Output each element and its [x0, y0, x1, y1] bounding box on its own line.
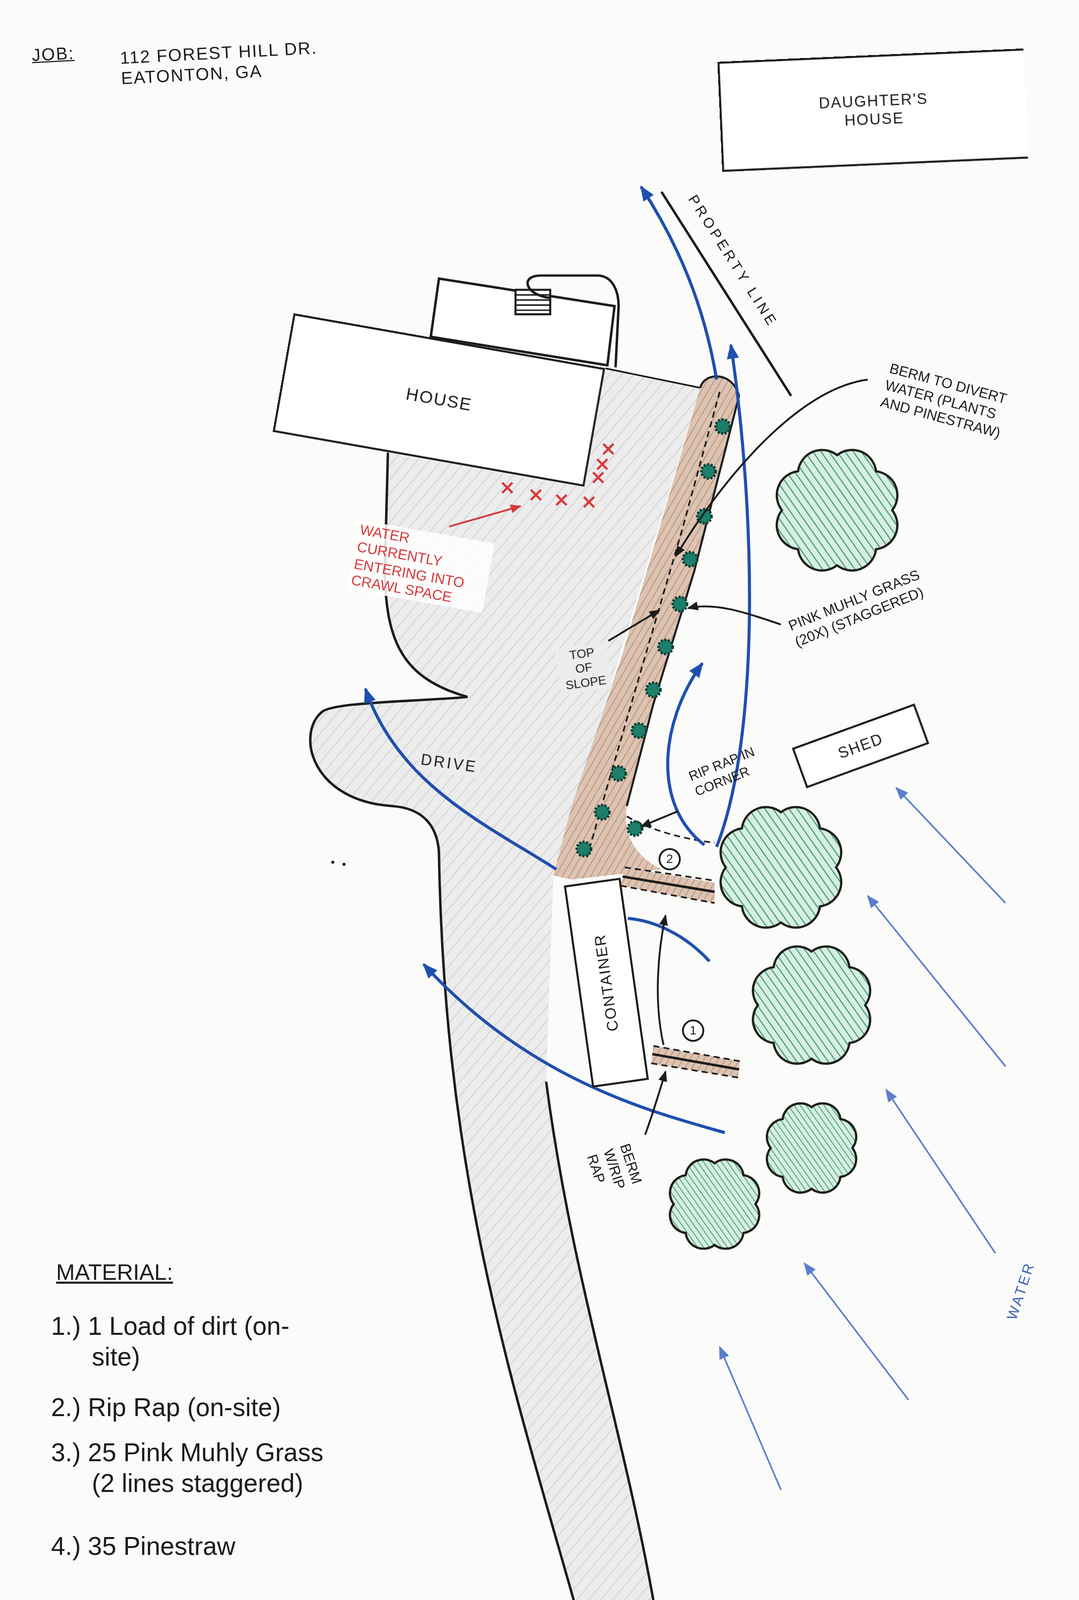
flow-arrow: [627, 918, 710, 962]
note-arrow: [449, 506, 521, 527]
building-box: DAUGHTER'S HOUSE: [717, 48, 1028, 172]
leader-line: [640, 811, 678, 827]
plant: [611, 766, 626, 781]
rip-rap-callout: RIP RAP IN CORNER: [686, 735, 784, 800]
plant: [658, 639, 673, 655]
leader-line: [675, 379, 868, 557]
building-box: SHED: [792, 703, 930, 789]
box-label: HOUSE: [404, 384, 474, 417]
plant: [646, 682, 661, 697]
plant: [631, 723, 647, 739]
callout-number: 2: [666, 851, 674, 867]
callout-circle: [682, 1020, 704, 1041]
runoff-arrow: [896, 787, 1006, 904]
plant: [672, 596, 687, 612]
vertical-box-label: CONTAINER: [590, 932, 623, 1033]
drive-area: [310, 368, 701, 1600]
berm-edge: [626, 376, 740, 806]
rip-rap-berm-lines: [652, 1054, 739, 1070]
flow-arrow: [365, 688, 557, 870]
job-label: JOB:: [31, 43, 75, 67]
dot: [331, 860, 335, 864]
berm-callout: BERM TO DIVERT WATER (PLANTS AND PINESTR…: [878, 359, 1030, 447]
box-label: DAUGHTER'S HOUSE: [801, 88, 946, 132]
drive-edge: [605, 368, 701, 388]
rip-rap-berm: [620, 867, 715, 904]
water-flow: [365, 186, 750, 1133]
material-item: 2.) Rip Rap (on-site): [51, 1391, 419, 1423]
callout-number: 1: [689, 1022, 697, 1038]
flow-arrow: [667, 663, 705, 845]
flow-to-berm: [657, 915, 666, 1045]
berm-edge: [626, 816, 715, 844]
runoff: [719, 787, 1006, 1490]
plant: [682, 552, 698, 567]
stairs: [515, 289, 551, 315]
tree: [670, 1159, 760, 1249]
dot: [342, 862, 346, 866]
material-item: 4.) 35 Pinestraw: [51, 1530, 419, 1562]
drive-edge: [310, 452, 574, 1600]
plant: [595, 804, 610, 820]
property-line: [661, 191, 792, 397]
plant: [715, 419, 731, 434]
runoff-arrow: [867, 896, 1006, 1067]
slope-label: TOP OF SLOPE: [555, 641, 613, 695]
material-item: 1.) 1 Load of dirt (on-site): [51, 1309, 307, 1372]
runoff-arrow: [719, 1346, 782, 1490]
water-label: WATER: [1003, 1259, 1038, 1322]
material-item: 3.) 25 Pink Muhly Grass (2 lines stagger…: [51, 1436, 342, 1499]
materials-heading: MATERIAL:: [56, 1258, 173, 1286]
plant: [701, 464, 716, 479]
runoff-arrow: [886, 1089, 996, 1253]
tree: [766, 1103, 856, 1193]
berm-callout: BERM W/RIP RAP: [583, 1141, 652, 1216]
walkway: [527, 275, 619, 368]
leader-line: [645, 1071, 666, 1136]
job-address: 112 FOREST HILL DR. EATONTON, GA: [119, 37, 341, 91]
tree: [720, 806, 842, 928]
drive-edge: [546, 1081, 654, 1600]
tree: [776, 450, 898, 571]
tree: [752, 946, 871, 1064]
flow-arrow: [423, 964, 726, 1133]
box-label: SHED: [835, 729, 886, 763]
leader-line: [687, 606, 781, 625]
runoff-arrow: [804, 1263, 909, 1401]
rip-rap-berm-lines: [620, 867, 715, 904]
callout-circle: [659, 849, 681, 870]
container-box: CONTAINER: [564, 877, 650, 1088]
plant: [627, 821, 643, 836]
rip-rap-berm-lines: [622, 876, 715, 892]
leader-line: [608, 610, 660, 641]
plant: [576, 841, 592, 856]
